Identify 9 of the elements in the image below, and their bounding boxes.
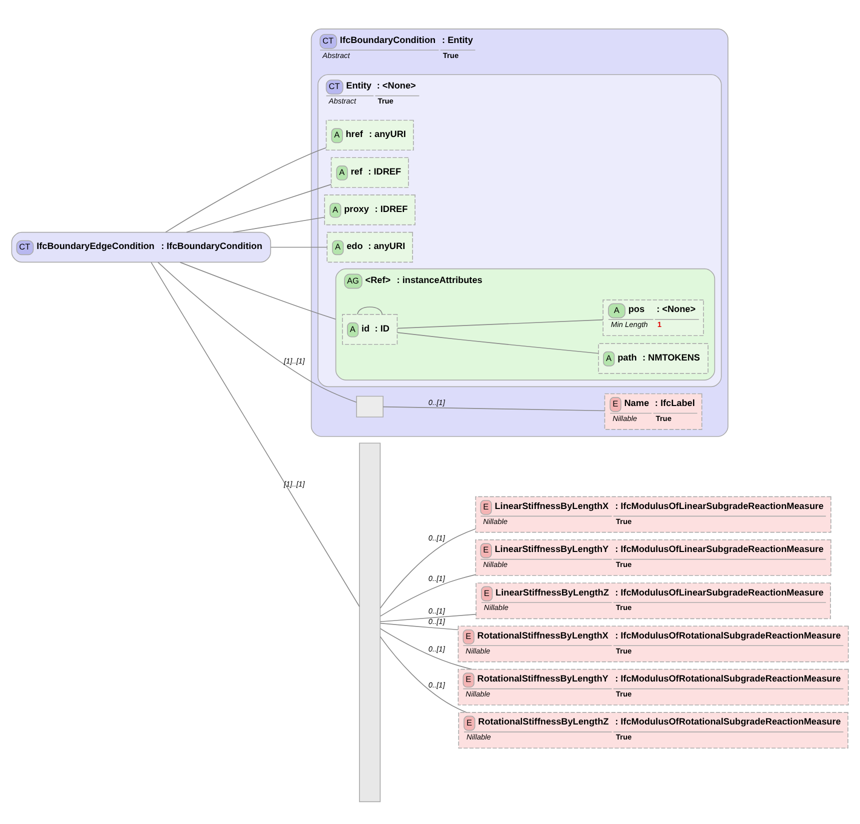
edge-label: 0..[1] <box>428 644 445 654</box>
edge-label: [1]..[1] <box>284 356 305 366</box>
edge-label: 0..[1] <box>428 574 445 584</box>
edge-label: 0..[1] <box>428 680 445 690</box>
edge-label: 0..[1] <box>428 617 445 626</box>
edge-label: [1]..[1] <box>284 479 305 488</box>
edge-label: 0..[1] <box>428 606 445 616</box>
edge-label: 0..[1] <box>428 398 445 408</box>
edge-label: 0..[1] <box>428 533 445 542</box>
